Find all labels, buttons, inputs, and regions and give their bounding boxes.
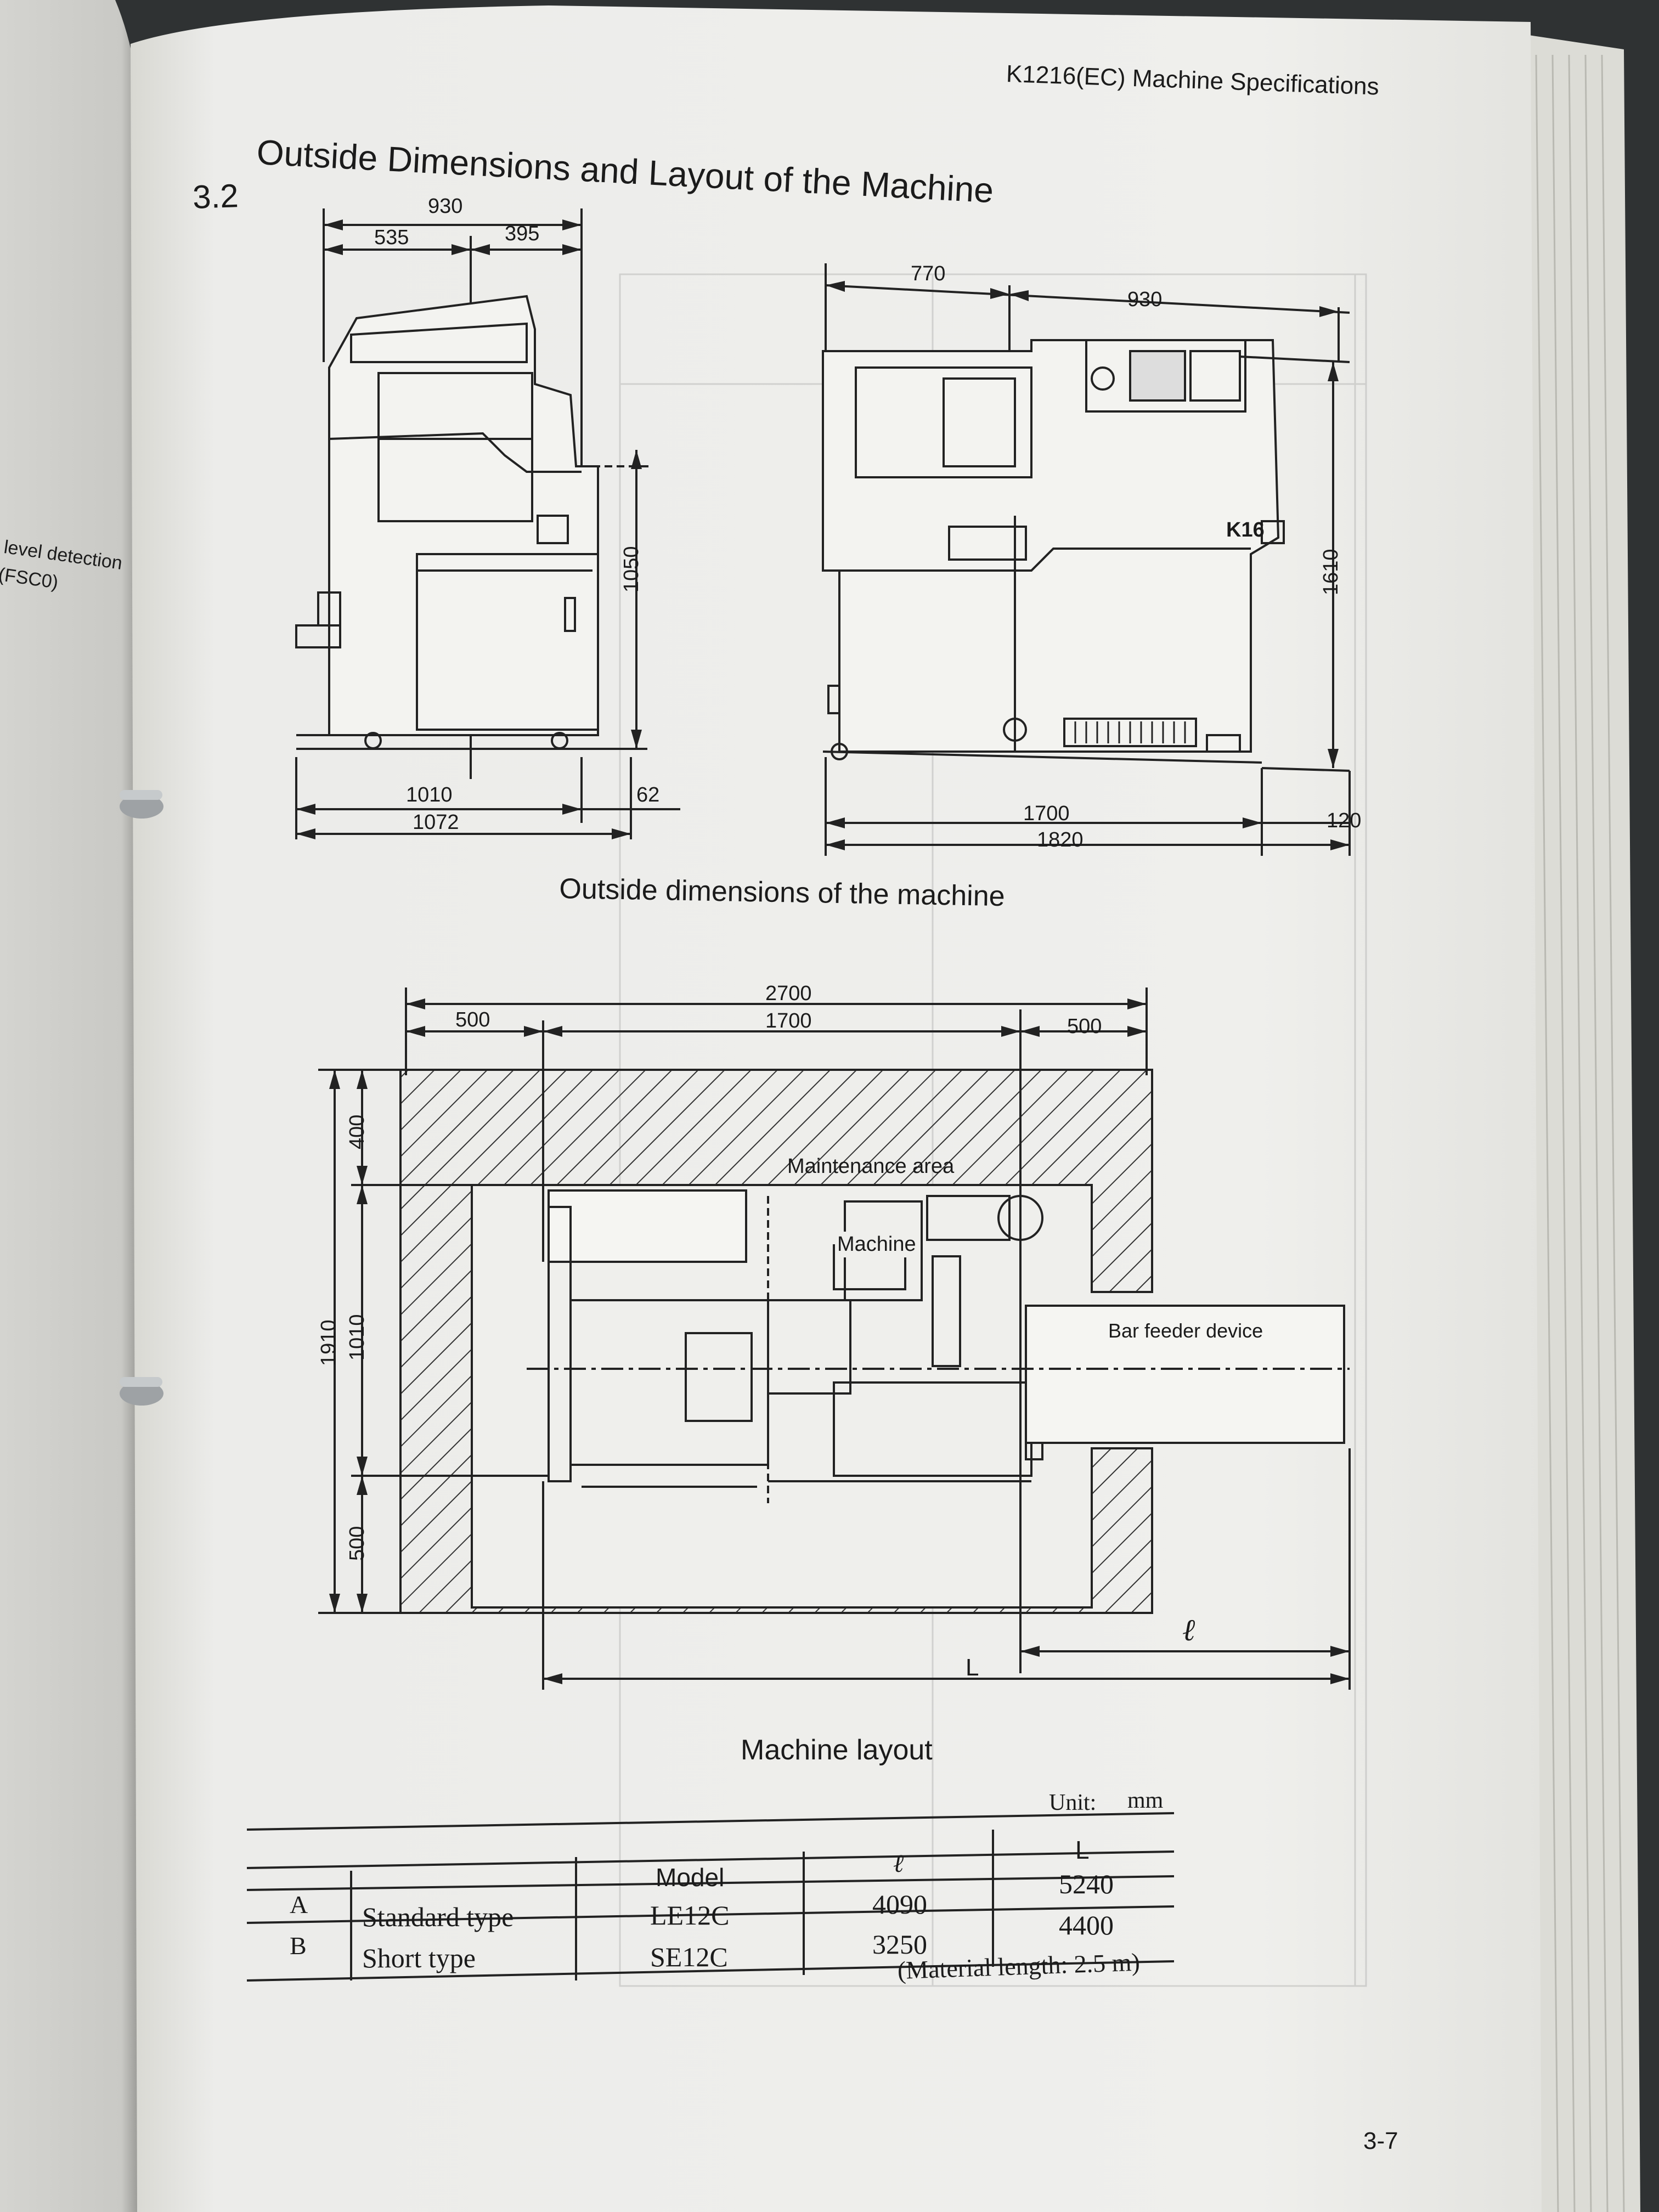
side-dim-1010: 1010 bbox=[406, 783, 453, 806]
front-dim-120: 120 bbox=[1327, 809, 1362, 832]
label-l-big: L bbox=[966, 1654, 979, 1681]
side-dim-1072: 1072 bbox=[413, 811, 459, 834]
front-dim-1820: 1820 bbox=[1037, 828, 1084, 851]
label-maintenance-area: Maintenance area bbox=[787, 1155, 955, 1178]
table-header-l-big: L bbox=[1075, 1836, 1090, 1864]
row-b-model: SE12C bbox=[650, 1942, 728, 1972]
row-a-l-small: 4090 bbox=[872, 1889, 927, 1920]
caption-machine-layout: Machine layout bbox=[741, 1734, 933, 1766]
front-view-drawing bbox=[822, 263, 1351, 856]
layout-dim-1010: 1010 bbox=[346, 1314, 369, 1361]
table-grid bbox=[246, 1812, 1175, 1982]
layout-dim-400: 400 bbox=[346, 1114, 369, 1149]
side-dim-395: 395 bbox=[505, 222, 540, 245]
row-b-l-small: 3250 bbox=[872, 1929, 927, 1960]
side-dim-62: 62 bbox=[636, 783, 660, 806]
table-header-model: Model bbox=[656, 1863, 725, 1892]
front-dim-930: 930 bbox=[1127, 288, 1163, 311]
layout-dim-500-bottom: 500 bbox=[346, 1526, 369, 1561]
unit-value: mm bbox=[1127, 1788, 1164, 1813]
side-dim-1050: 1050 bbox=[620, 546, 643, 592]
label-machine: Machine bbox=[835, 1232, 918, 1257]
table-header-l-small: ℓ bbox=[893, 1849, 904, 1877]
side-dim-535: 535 bbox=[374, 226, 409, 249]
front-dim-1700: 1700 bbox=[1023, 802, 1070, 825]
row-a-type: Standard type bbox=[362, 1901, 514, 1932]
brand-label: K16 bbox=[1226, 518, 1265, 541]
layout-plan-drawing bbox=[318, 988, 1351, 1690]
label-bar-feeder: Bar feeder device bbox=[1108, 1319, 1263, 1342]
section-number: 3.2 bbox=[192, 177, 239, 216]
unit-label: Unit: bbox=[1049, 1790, 1097, 1815]
layout-dim-1910: 1910 bbox=[317, 1319, 340, 1366]
side-view-drawing bbox=[295, 208, 680, 839]
label-l-small: ℓ bbox=[1182, 1613, 1195, 1647]
row-b-key: B bbox=[290, 1932, 307, 1960]
layout-dim-500-left: 500 bbox=[455, 1008, 490, 1031]
row-a-l-big: 5240 bbox=[1059, 1869, 1114, 1899]
layout-dim-2700: 2700 bbox=[765, 982, 812, 1005]
page-number: 3-7 bbox=[1363, 2128, 1398, 2154]
binder-ring-top bbox=[120, 790, 163, 819]
front-dim-1610: 1610 bbox=[1319, 549, 1342, 595]
row-a-model: LE12C bbox=[650, 1900, 730, 1931]
side-dim-930: 930 bbox=[428, 195, 463, 218]
front-dim-770: 770 bbox=[911, 262, 946, 285]
row-b-l-big: 4400 bbox=[1059, 1910, 1114, 1940]
layout-dim-1700: 1700 bbox=[765, 1009, 812, 1032]
layout-dim-500-right: 500 bbox=[1067, 1015, 1102, 1038]
binder-ring-bottom bbox=[120, 1377, 163, 1406]
row-a-key: A bbox=[290, 1891, 308, 1918]
row-b-type: Short type bbox=[362, 1943, 476, 1973]
